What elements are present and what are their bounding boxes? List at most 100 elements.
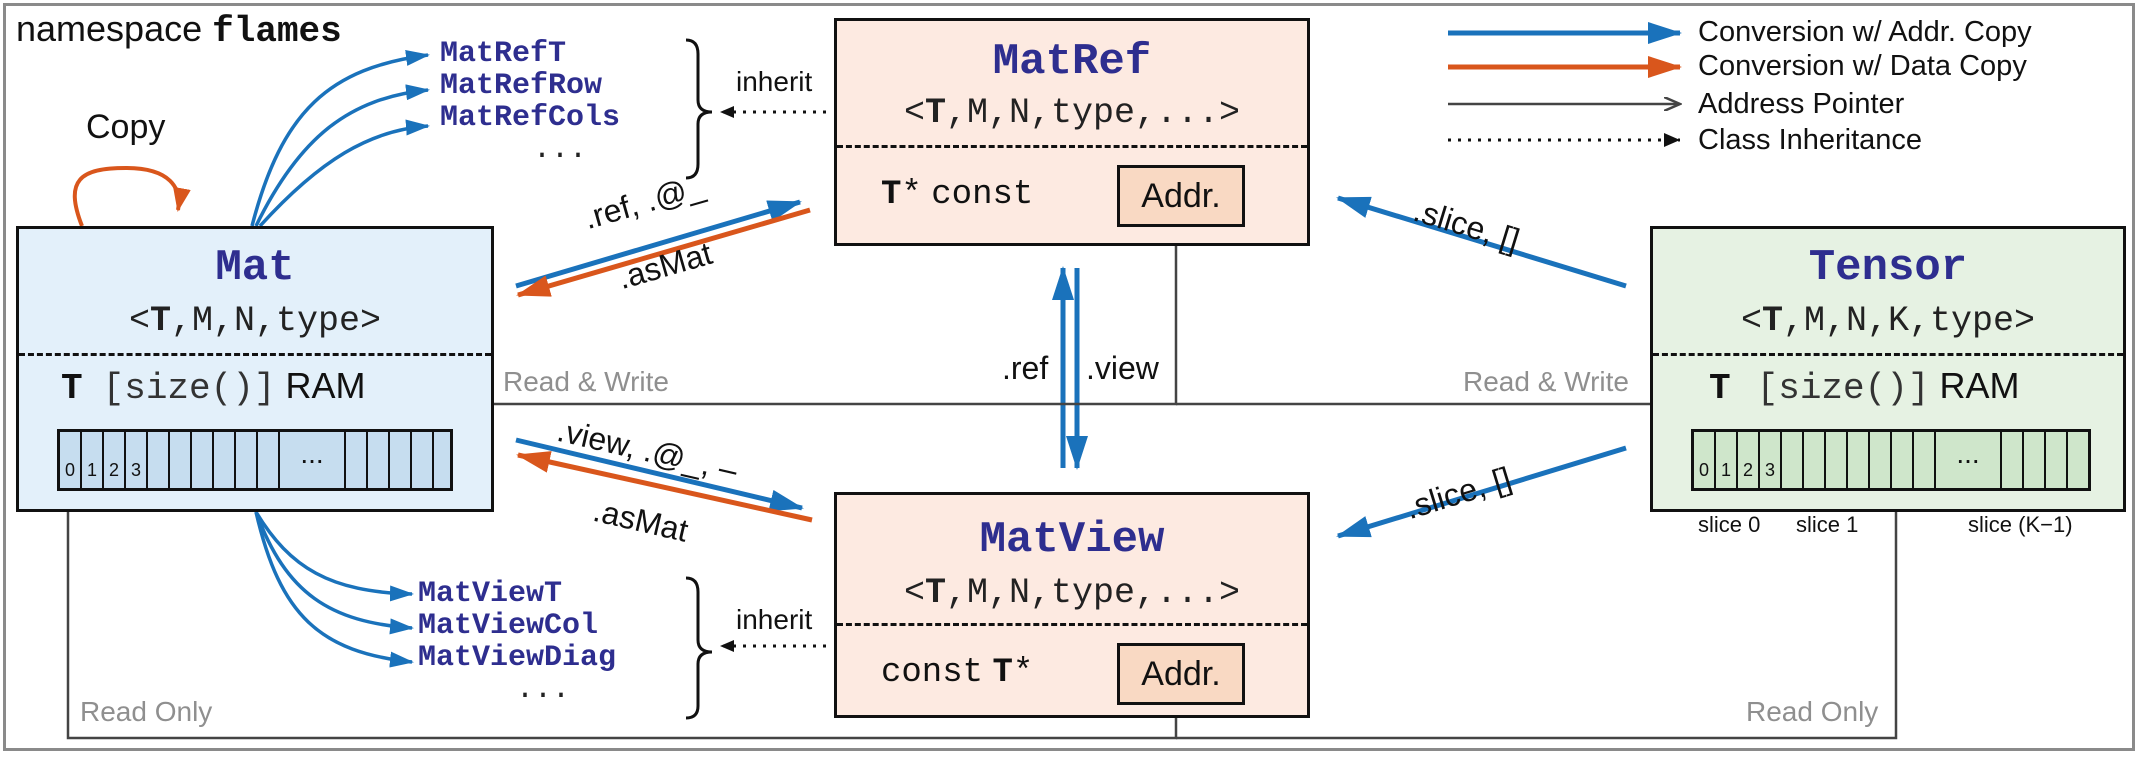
mat-cell — [148, 432, 170, 488]
mat-cell — [258, 432, 280, 488]
matref-box: MatRef <T,M,N,type,...> T* const Addr. — [834, 18, 1310, 246]
slice-0-label: slice 0 — [1698, 512, 1761, 537]
subclass-matrefcols: MatRefCols — [440, 101, 621, 135]
pointer-view-to-tensor — [1176, 488, 1896, 740]
tensor-cell — [1870, 432, 1892, 488]
matref-ptr-star: * — [901, 176, 922, 214]
slice-arrow-ref — [1336, 195, 1627, 289]
slice-1-label: slice 1 — [1796, 512, 1859, 537]
matview-template: <T,M,N,type,...> — [903, 573, 1241, 613]
mat-cell-ellipsis: ... — [280, 432, 346, 488]
mat-cell-0: 0 — [60, 432, 82, 488]
tensor-cell — [2002, 432, 2024, 488]
subclass-matviewt: MatViewT — [418, 577, 563, 611]
mat-memory-label: T [size()] RAM — [61, 365, 365, 409]
tensor-title: Tensor — [1808, 243, 1968, 293]
copy-label: Copy — [86, 108, 166, 146]
copy-loop-arrow — [72, 165, 191, 227]
matview-ptr-star: * — [1012, 654, 1034, 692]
mat-mem-ram: RAM — [285, 365, 366, 406]
asmat-arrow-2 — [516, 451, 813, 523]
read-write-label-left: Read & Write — [503, 366, 669, 397]
tensor-memory-cells: 0 1 2 3 ... — [1691, 429, 2091, 491]
subclass-matviewdiag: MatViewDiag — [418, 641, 617, 675]
tensor-template: <T,M,N,K,type> — [1740, 301, 2036, 341]
matref-ptr-type: T — [881, 176, 902, 214]
mat-box: Mat <T,M,N,type> T [size()] RAM 0 1 2 3 … — [16, 226, 494, 512]
slice-k-label: slice (K−1) — [1968, 512, 2073, 537]
fan-matviewcol — [254, 511, 414, 635]
matview-subclass-list: MatViewT MatViewCol MatViewDiag ... — [418, 578, 668, 706]
tensor-mem-ram: RAM — [1939, 365, 2020, 406]
mat-divider — [19, 353, 491, 356]
tensor-cell-1: 1 — [1716, 432, 1738, 488]
brace-ref-subclasses — [685, 38, 713, 180]
tensor-cell-ellipsis: ... — [1936, 432, 2002, 488]
tensor-template-type-param: T — [1761, 301, 1783, 341]
mat-memory-cells: 0 1 2 3 ... — [57, 429, 453, 491]
pointer-ref-to-tensor — [1176, 402, 1702, 426]
mat-cell — [236, 432, 258, 488]
matview-template-type-param: T — [924, 573, 946, 613]
matref-ptr-const: const — [931, 176, 1034, 214]
mat-mem-type: T — [61, 368, 83, 409]
tensor-cell — [1804, 432, 1826, 488]
tensor-mem-type: T — [1709, 368, 1731, 409]
mat-cell — [412, 432, 434, 488]
fan-matviewt — [254, 511, 414, 602]
namespace-frame — [3, 3, 2135, 751]
read-only-label-right: Read Only — [1746, 696, 1879, 727]
tensor-divider — [1653, 353, 2123, 356]
inherit-ref-label: inherit — [736, 66, 813, 97]
read-write-label-right: Read & Write — [1463, 366, 1629, 397]
tensor-memory-label: T [size()] RAM — [1709, 365, 2019, 409]
mat-cell — [214, 432, 236, 488]
matview-ptr-type: T — [992, 654, 1013, 692]
legend-address-pointer: Address Pointer — [1698, 88, 1905, 120]
matref-addr: Addr. — [1117, 165, 1245, 227]
tensor-cell — [1782, 432, 1804, 488]
matview-title: MatView — [979, 515, 1165, 565]
asmat-arrow-1 — [516, 207, 811, 298]
subclass-ref-ellipsis: ... — [532, 133, 587, 167]
matview-addr: Addr. — [1117, 643, 1245, 705]
ref-down-label: .ref — [1002, 350, 1049, 386]
tensor-cell — [2046, 432, 2068, 488]
matref-divider — [837, 145, 1307, 148]
subclass-view-ellipsis: ... — [515, 673, 570, 707]
mat-cell — [170, 432, 192, 488]
tensor-cell — [1848, 432, 1870, 488]
mat-template: <T,M,N,type> — [128, 301, 382, 341]
matref-template-type-param: T — [924, 93, 946, 133]
mat-cell — [390, 432, 412, 488]
tensor-cell — [2024, 432, 2046, 488]
subclass-matviewcol: MatViewCol — [418, 609, 599, 643]
tensor-cell-0: 0 — [1694, 432, 1716, 488]
brace-view-subclasses — [685, 576, 713, 720]
tensor-mem-size: [size()] — [1756, 368, 1930, 409]
inherit-view-label: inherit — [736, 604, 813, 635]
tensor-cell-2: 2 — [1738, 432, 1760, 488]
pointer-view-to-mat — [68, 488, 1178, 740]
tensor-box: Tensor <T,M,N,K,type> T [size()] RAM 0 1… — [1650, 226, 2126, 512]
matref-subclass-list: MatRefT MatRefRow MatRefCols ... — [440, 38, 680, 166]
namespace-title: namespace flames — [16, 8, 342, 52]
subclass-matreft: MatRefT — [440, 37, 567, 71]
view-arrow — [515, 437, 804, 512]
mat-cell-1: 1 — [82, 432, 104, 488]
subclass-matrefrow: MatRefRow — [440, 69, 603, 103]
read-only-label-left: Read Only — [80, 696, 213, 727]
mat-mem-size: [size()] — [102, 368, 276, 409]
fan-matrefcols — [258, 119, 430, 228]
mat-cell-3: 3 — [126, 432, 148, 488]
matref-title: MatRef — [992, 37, 1152, 87]
mat-cell — [346, 432, 368, 488]
matview-box: MatView <T,M,N,type,...> const T* Addr. — [834, 492, 1310, 718]
mat-template-type-param: T — [149, 301, 171, 341]
ref-arrow — [515, 199, 802, 289]
slice-arrow-view — [1336, 445, 1627, 539]
legend-addr-copy: Conversion w/ Addr. Copy — [1698, 16, 2032, 48]
mat-cell — [192, 432, 214, 488]
mat-cell-2: 2 — [104, 432, 126, 488]
legend-class-inheritance: Class Inheritance — [1698, 124, 1923, 156]
